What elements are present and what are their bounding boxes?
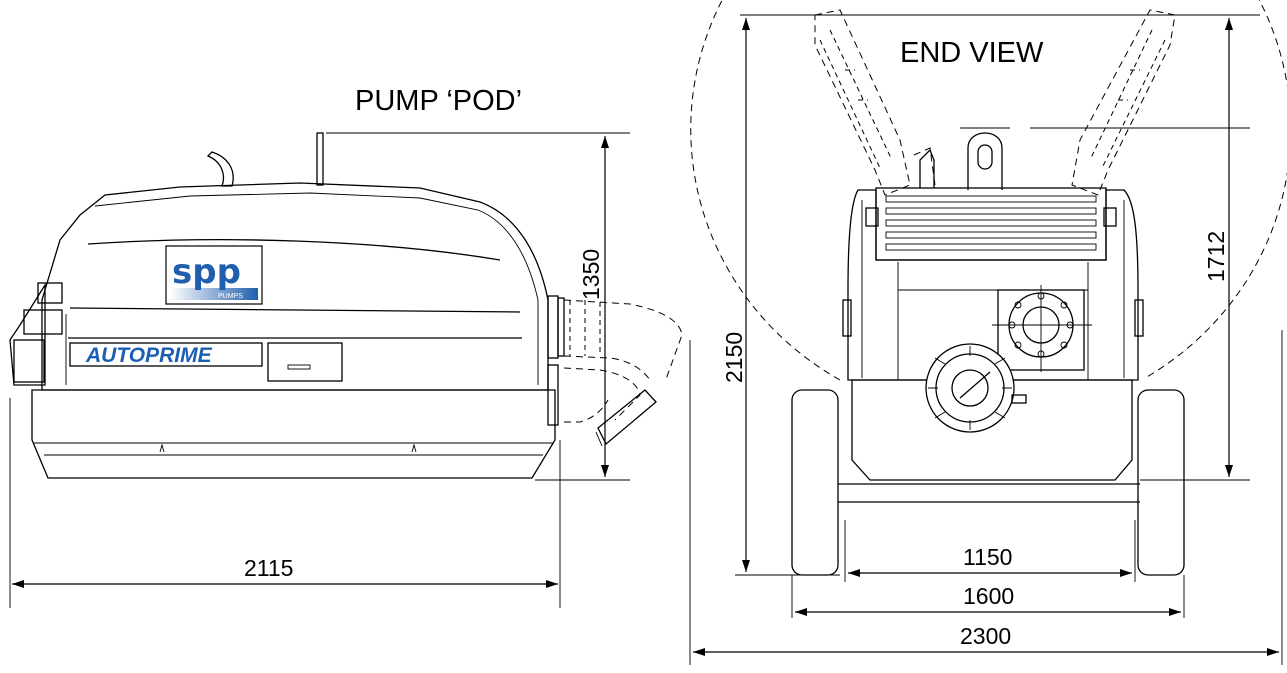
autoprime-label: AUTOPRIME [85,344,213,367]
exhaust-pipe [206,151,234,187]
logo-subtext: PUMPS [218,293,243,300]
end-canopy [847,189,1139,381]
access-door [267,342,343,382]
dim-height-label: 1350 [578,249,604,300]
dim-outer-track-label: 1600 [963,583,1014,609]
discharge-flange [992,285,1092,372]
end-base-tank [851,379,1133,481]
dim-overall-width-label: 2300 [960,623,1011,649]
lifting-eye [967,132,1003,190]
dim-length-label: 2115 [244,555,293,581]
suction-cover [925,343,1027,433]
canopy-swing-arc [690,0,1287,381]
dim-body-height-label: 1712 [1203,231,1229,282]
suction-hose-end [597,389,657,446]
side-view: PUMP ‘POD’ spp PUMPS AUTOPRIME [9,85,683,608]
radiator-louvres [875,187,1107,261]
end-view: END VIEW [689,0,1287,665]
logo-text: spp [172,252,241,292]
side-view-title: PUMP ‘POD’ [355,85,522,117]
wheel-right [1137,389,1185,576]
dim-inner-track-label: 1150 [963,544,1012,570]
spp-logo: spp PUMPS [165,245,263,305]
base-tank [31,389,556,479]
end-view-title: END VIEW [900,37,1044,69]
lifting-post [316,132,324,186]
wheel-left [791,389,839,576]
raised-lid-right [1071,9,1176,196]
raised-lid-left [814,9,911,196]
dim-overall-height-label: 2150 [721,332,747,383]
